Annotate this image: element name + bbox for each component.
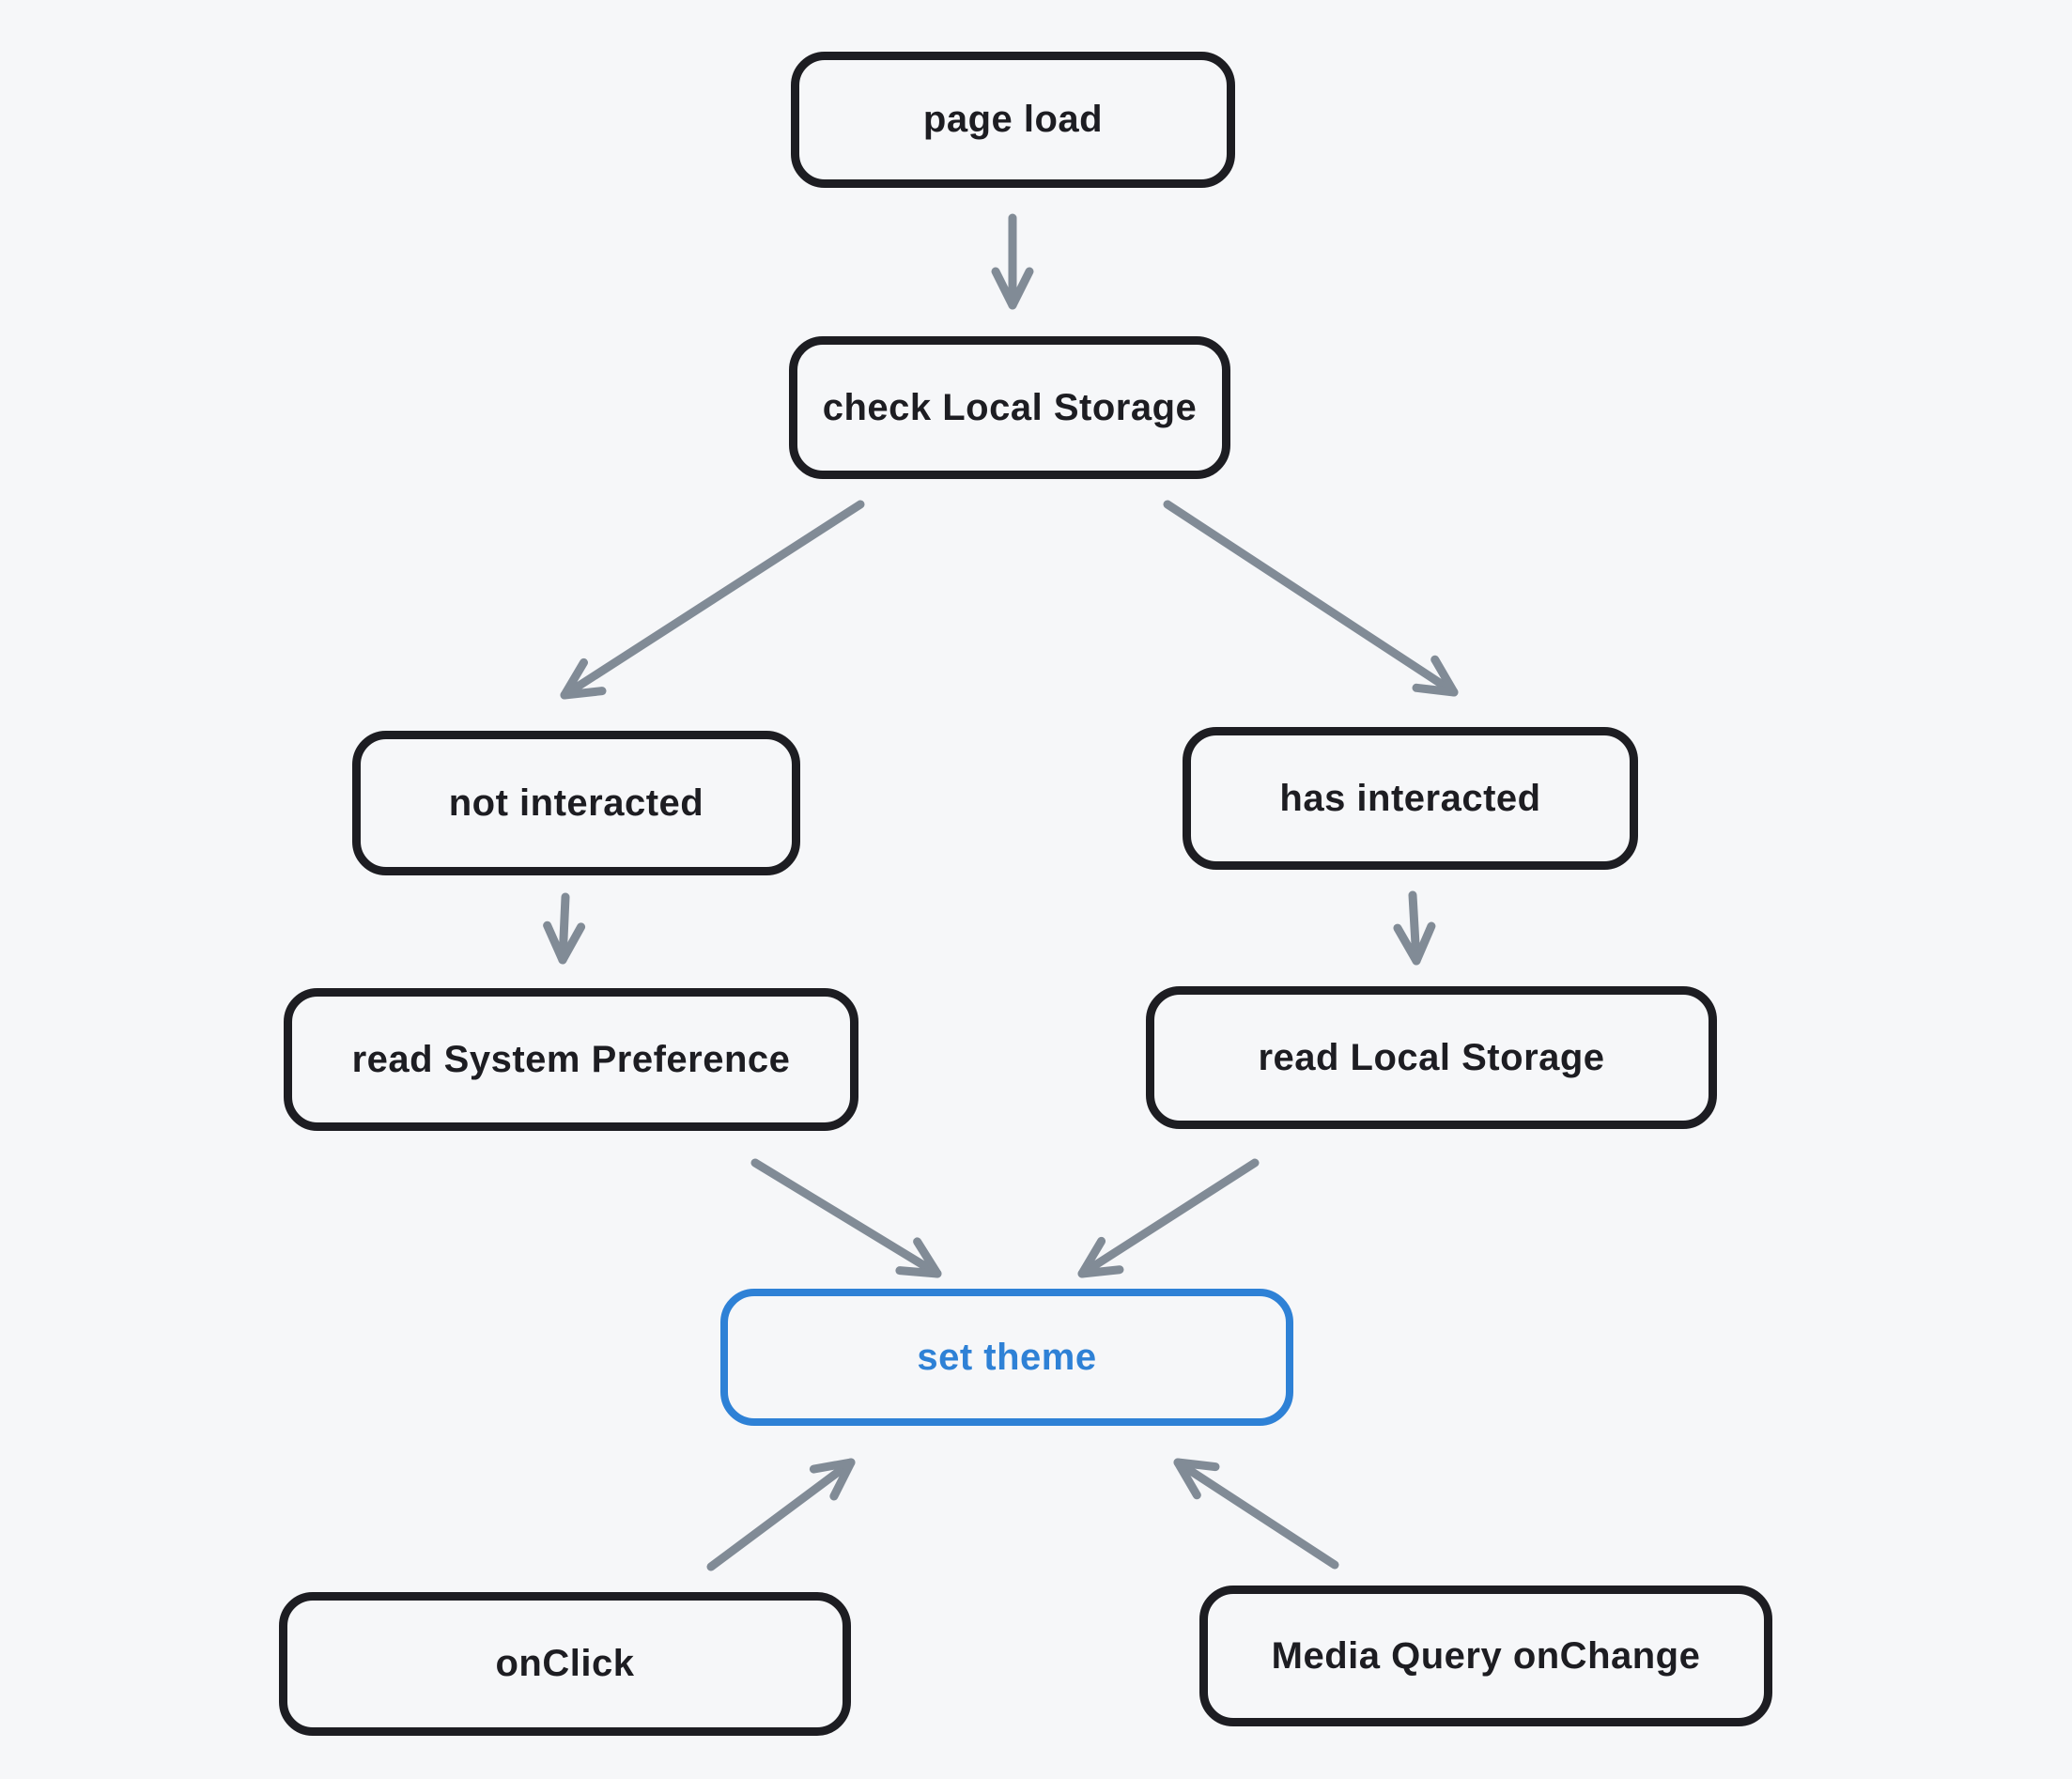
edge-check-local-storage-to-not-interacted xyxy=(560,500,865,700)
node-onclick-label: onClick xyxy=(495,1643,635,1684)
node-read-local-storage: read Local Storage xyxy=(1146,986,1717,1129)
node-not-interacted: not interacted xyxy=(352,731,800,875)
edge-check-local-storage-to-has-interacted xyxy=(1163,500,1459,697)
edge-not-interacted-to-read-system-preference xyxy=(543,892,586,965)
edge-read-system-preference-to-set-theme xyxy=(750,1158,942,1278)
edge-media-query-onchange-to-set-theme xyxy=(1173,1458,1339,1570)
node-check-local-storage-label: check Local Storage xyxy=(822,386,1198,428)
node-media-query-onchange-label: Media Query onChange xyxy=(1271,1634,1701,1677)
node-media-query-onchange: Media Query onChange xyxy=(1199,1586,1772,1726)
node-page-load-label: page load xyxy=(922,99,1104,140)
node-has-interacted: has interacted xyxy=(1183,727,1638,870)
node-read-local-storage-label: read Local Storage xyxy=(1258,1036,1605,1078)
node-set-theme: set theme xyxy=(720,1289,1293,1426)
node-not-interacted-label: not interacted xyxy=(448,781,704,824)
edge-has-interacted-to-read-local-storage xyxy=(1393,890,1436,966)
node-page-load: page load xyxy=(791,52,1235,188)
node-set-theme-label: set theme xyxy=(917,1336,1097,1378)
node-read-system-preference-label: read System Preference xyxy=(351,1038,791,1080)
node-onclick: onClick xyxy=(279,1592,851,1736)
node-has-interacted-label: has interacted xyxy=(1279,777,1541,819)
node-check-local-storage: check Local Storage xyxy=(789,336,1230,479)
edge-read-local-storage-to-set-theme xyxy=(1077,1158,1260,1278)
edge-onclick-to-set-theme xyxy=(706,1458,856,1571)
node-read-system-preference: read System Preference xyxy=(284,988,858,1131)
